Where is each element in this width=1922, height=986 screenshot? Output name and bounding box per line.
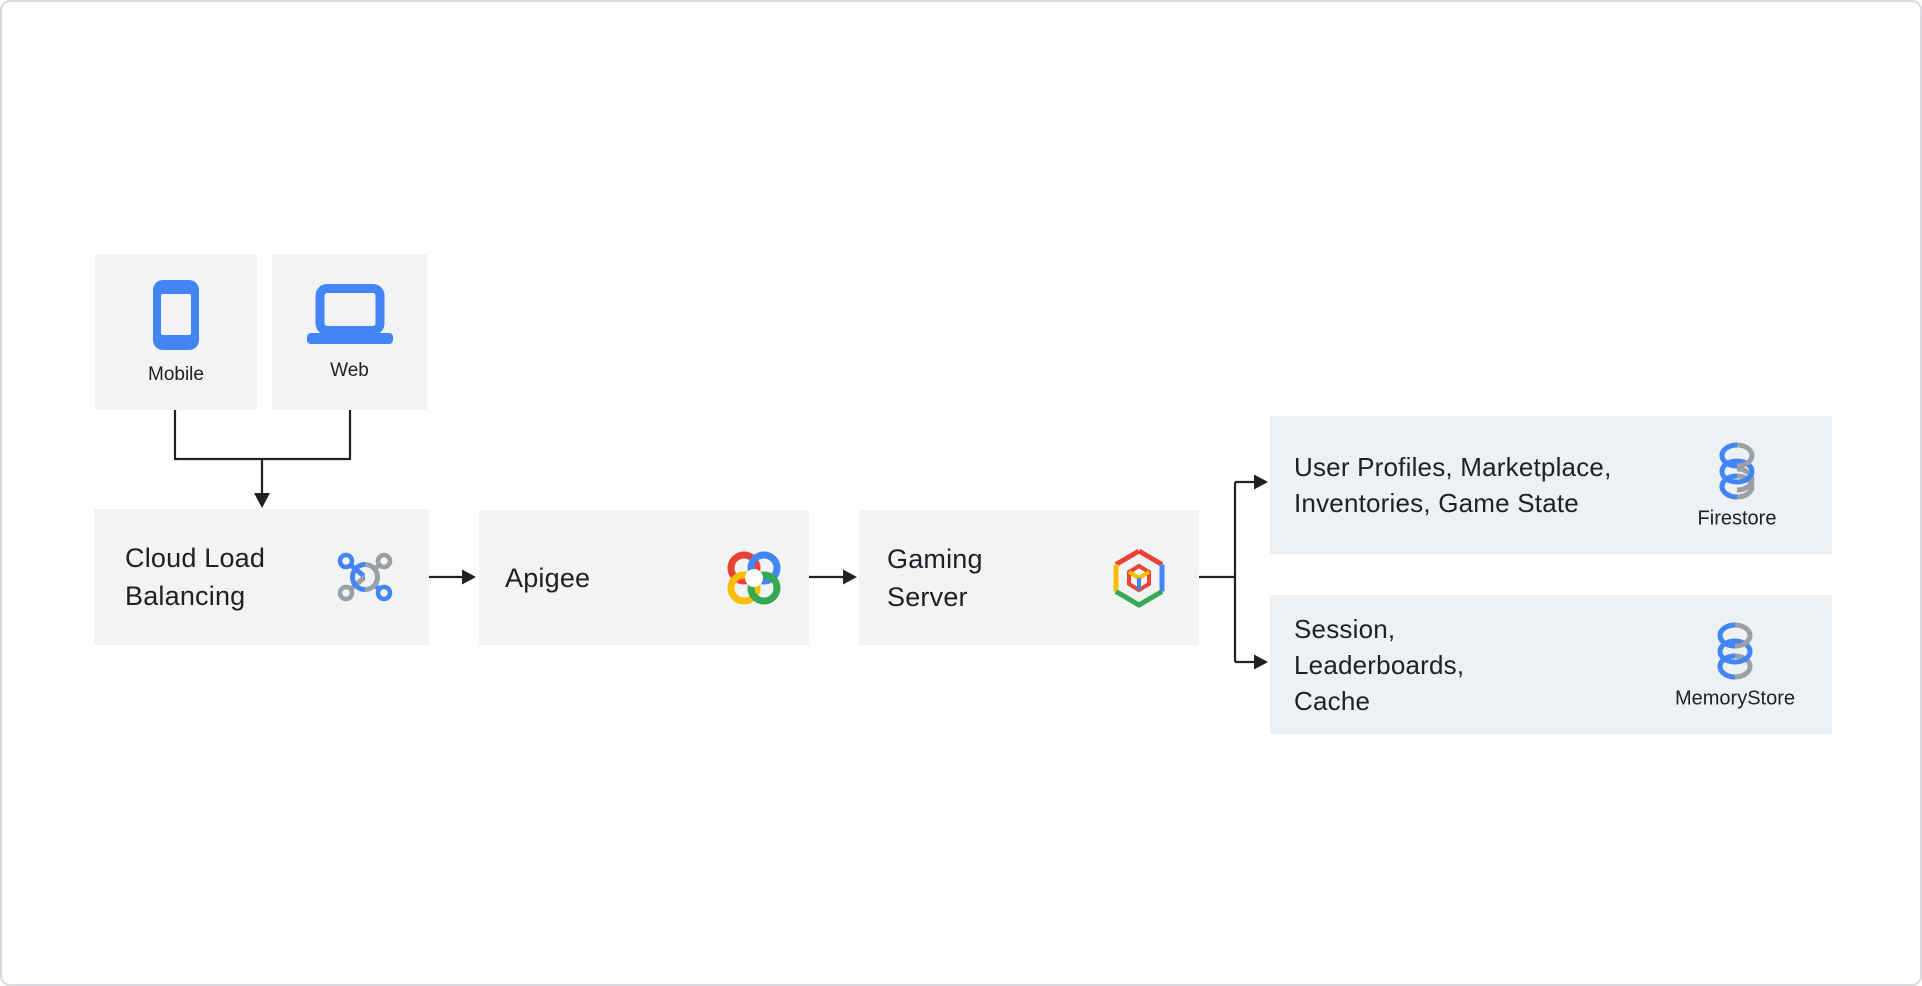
firestore-service: Firestore: [1672, 442, 1802, 529]
node-title-line: Server: [887, 581, 968, 612]
firestore-database-icon: [1719, 442, 1755, 500]
node-cloud-load-balancing: Cloud Load Balancing: [94, 509, 429, 645]
memorystore-service: MemoryStore: [1660, 621, 1810, 708]
node-title-line: Leaderboards,: [1294, 649, 1465, 680]
smartphone-icon: [153, 280, 199, 350]
node-title-line: Inventories, Game State: [1294, 488, 1579, 518]
memorystore-database-icon: [1717, 622, 1753, 679]
node-title-line: User Profiles, Marketplace,: [1294, 452, 1612, 482]
node-gaming-server: Gaming Server: [859, 510, 1199, 645]
edge-gaming-server-branch: [1199, 474, 1268, 670]
node-title-line: Cloud Load: [125, 543, 266, 573]
edge-apigee-to-gaming-server: [809, 569, 857, 585]
node-memorystore: Session, Leaderboards, Cache MemoryStore: [1270, 595, 1832, 734]
node-title-line: Cache: [1294, 685, 1371, 716]
laptop-icon: [306, 284, 393, 344]
node-firestore: User Profiles, Marketplace, Inventories,…: [1270, 416, 1832, 554]
node-label: Web: [330, 360, 369, 381]
apigee-icon: [724, 549, 784, 607]
node-mobile: Mobile: [95, 254, 257, 410]
node-web: Web: [272, 254, 427, 410]
node-label: Mobile: [148, 364, 204, 385]
node-title-line: Balancing: [125, 581, 246, 611]
node-apigee: Apigee: [479, 510, 809, 645]
edge-load-balancer-to-apigee: [429, 569, 476, 585]
cloud-load-balancing-icon: [337, 551, 393, 603]
edge-clients-to-load-balancer: [173, 410, 352, 508]
node-title: Apigee: [505, 562, 591, 593]
kubernetes-engine-icon: [1110, 547, 1168, 609]
service-label: MemoryStore: [1674, 687, 1796, 709]
service-label: Firestore: [1697, 507, 1777, 530]
node-title-line: Session,: [1294, 613, 1396, 644]
node-title-line: Gaming: [887, 543, 983, 574]
